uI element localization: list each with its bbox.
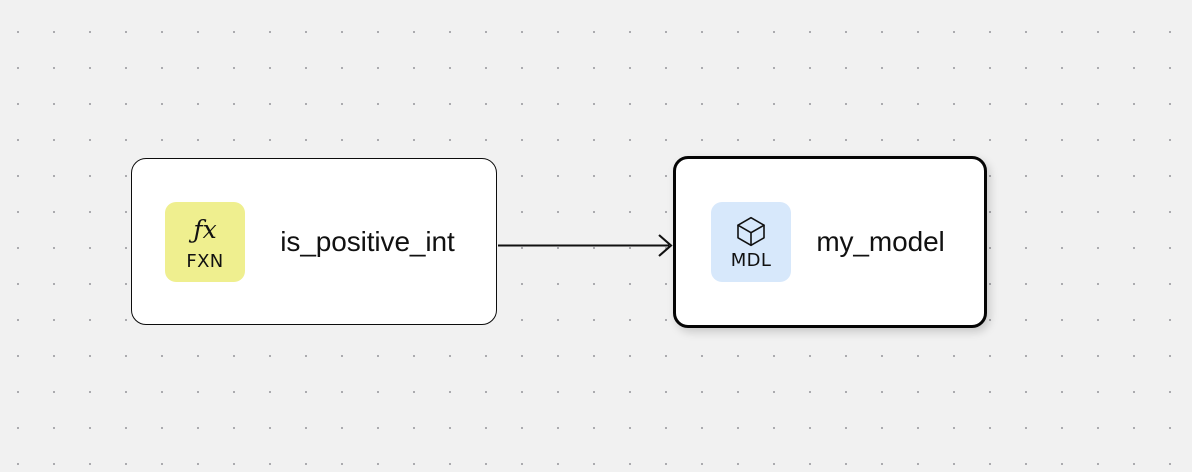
node-type-badge-fxn: ƒx FXN [165,201,245,282]
node-my-model[interactable]: MDL my_model [673,156,987,328]
node-type-badge-mdl: MDL [711,202,791,282]
badge-label-fxn: FXN [186,250,224,272]
badge-label-mdl: MDL [730,250,772,271]
edge-arrowhead-icon [658,234,673,257]
function-glyph-icon: ƒx [193,215,217,244]
cube-icon [736,214,766,248]
node-is-positive-int[interactable]: ƒx FXN is_positive_int [131,158,497,325]
edge-fxn-to-mdl[interactable] [498,234,673,257]
node-title-my-model: my_model [816,226,945,257]
node-title-is-positive-int: is_positive_int [280,225,455,257]
